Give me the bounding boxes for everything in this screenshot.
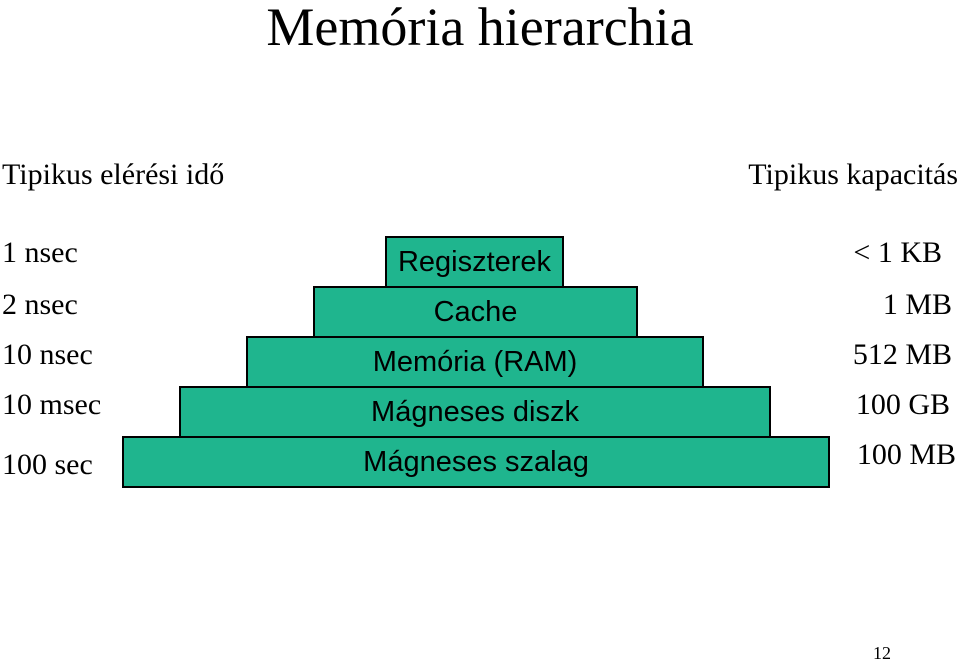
access-time-tape: 100 sec: [2, 448, 93, 481]
capacity-disk: 100 GB: [855, 388, 950, 421]
access-time-header: Tipikus elérési idő: [2, 158, 225, 191]
tier-registers: Regiszterek: [385, 236, 564, 287]
page-number: 12: [873, 643, 891, 663]
access-time-ram: 10 nsec: [2, 338, 93, 371]
access-time-registers: 1 nsec: [2, 236, 78, 269]
tier-disk: Mágneses diszk: [179, 386, 771, 437]
capacity-header: Tipikus kapacitás: [748, 158, 958, 191]
capacity-cache: 1 MB: [882, 288, 952, 321]
page-title: Memória hierarchia: [266, 0, 694, 57]
tier-ram: Memória (RAM): [246, 336, 704, 387]
capacity-registers: < 1 KB: [853, 236, 942, 269]
capacity-tape: 100 MB: [856, 438, 956, 471]
access-time-disk: 10 msec: [2, 388, 102, 421]
tier-cache: Cache: [313, 286, 638, 337]
capacity-ram: 512 MB: [852, 338, 952, 371]
access-time-cache: 2 nsec: [2, 288, 78, 321]
tier-tape: Mágneses szalag: [122, 436, 830, 488]
